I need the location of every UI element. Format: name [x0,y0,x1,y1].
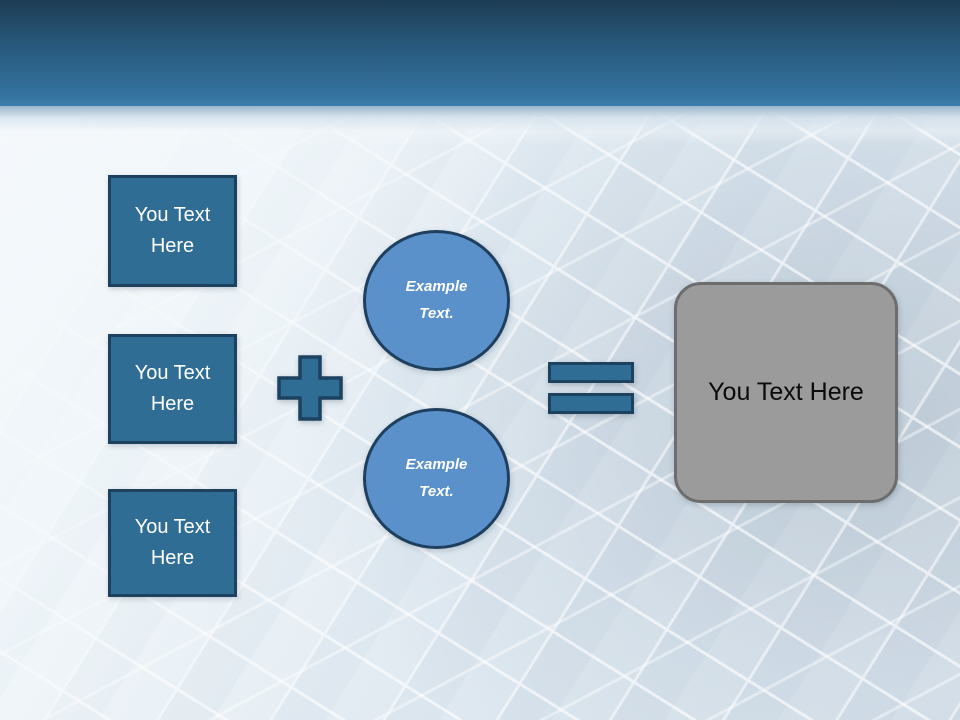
equals-icon-bar-top [548,362,634,383]
example-circle-2-label: Example Text. [406,452,468,505]
input-box-3-label: You Text Here [134,516,211,569]
example-circle-1[interactable]: Example Text. [363,230,510,371]
result-box[interactable]: You Text Here [674,282,898,503]
equals-icon-bar-bottom [548,393,634,414]
input-box-2-label: You Text Here [134,362,211,415]
input-box-2[interactable]: You Text Here [108,334,237,444]
example-circle-1-line1: Example [405,278,468,296]
result-box-label: You Text Here [708,378,864,406]
input-box-1[interactable]: You Text Here [108,175,237,287]
example-circle-2[interactable]: Example Text. [363,408,510,549]
title-bar [0,0,960,106]
plus-icon [277,355,343,421]
example-circle-2-line1: Example [405,456,468,474]
input-box-3[interactable]: You Text Here [108,489,237,597]
equals-icon [548,362,634,414]
input-box-1-label: You Text Here [134,204,211,257]
example-circle-1-label: Example Text. [406,274,468,327]
example-circle-1-line2: Text. [419,304,454,322]
example-circle-2-line2: Text. [419,482,454,500]
background-top-fade [0,100,960,146]
